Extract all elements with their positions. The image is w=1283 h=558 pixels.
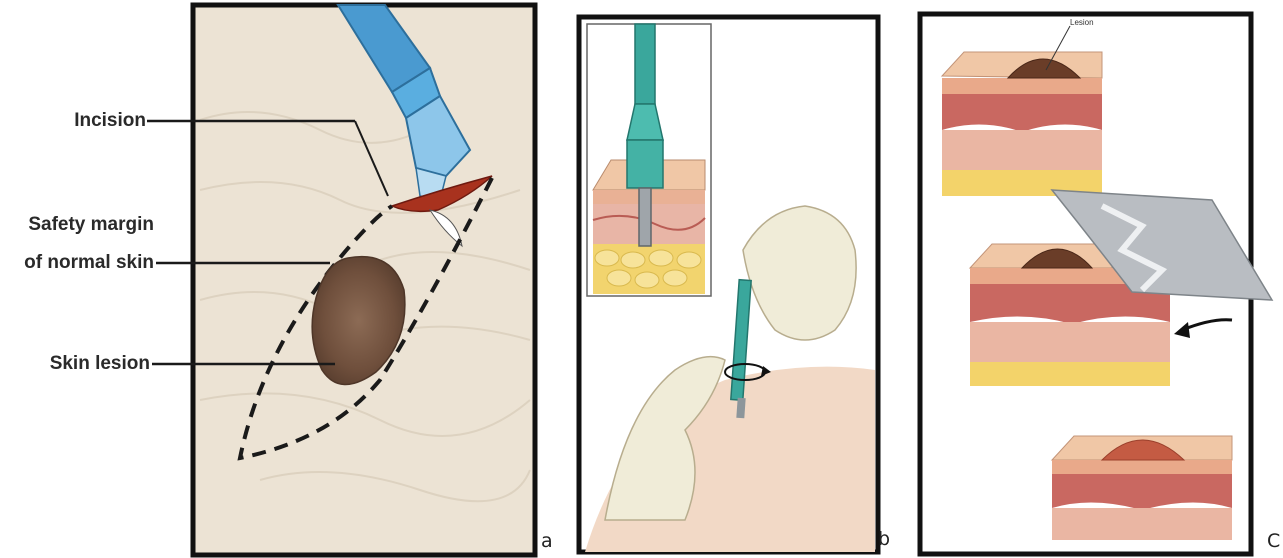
panel-b: b bbox=[565, 0, 905, 558]
callout-safety-margin-line2: of normal skin bbox=[4, 251, 154, 274]
panel-a: Incision Safety margin of normal skin Sk… bbox=[0, 0, 560, 558]
panel-a-label: a bbox=[541, 530, 553, 552]
panel-b-label: b bbox=[878, 528, 890, 550]
skin-block-top bbox=[942, 52, 1102, 196]
panel-a-illustration bbox=[0, 0, 560, 558]
panel-c-label: C bbox=[1267, 530, 1280, 552]
callout-safety-margin-line1: Safety margin bbox=[4, 213, 154, 236]
callout-skin-lesion: Skin lesion bbox=[20, 352, 150, 375]
skin-block-bottom bbox=[1052, 436, 1232, 540]
lesion-label: Lesion bbox=[1070, 18, 1094, 27]
callout-incision: Incision bbox=[40, 109, 146, 132]
panel-b-illustration bbox=[565, 0, 905, 558]
panel-c: Lesion C bbox=[912, 0, 1283, 558]
panel-c-illustration: Lesion bbox=[912, 0, 1283, 558]
